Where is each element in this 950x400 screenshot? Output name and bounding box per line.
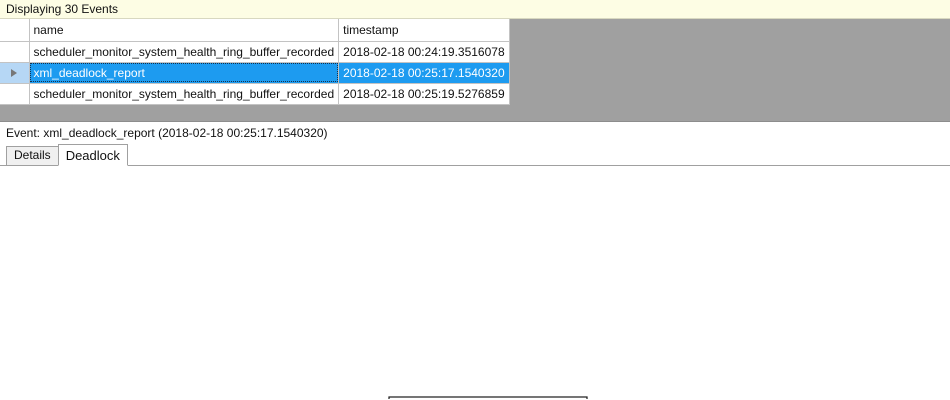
table-row[interactable]: scheduler_monitor_system_health_ring_buf… — [0, 83, 510, 105]
events-grid-container[interactable]: name timestamp scheduler_monitor_system_… — [0, 19, 950, 122]
selected-event-title-text: Event: xml_deadlock_report (2018-02-18 0… — [6, 126, 328, 140]
detail-tabstrip: Details Deadlock — [0, 144, 950, 166]
row-selector-cell[interactable] — [0, 41, 30, 63]
deadlock-graph-canvas[interactable]: Server process Id: 86 Server batch Id: 0… — [0, 166, 950, 399]
column-header-timestamp[interactable]: timestamp — [338, 19, 510, 42]
cell-timestamp[interactable]: 2018-02-18 00:24:19.3516078 — [338, 41, 510, 63]
tab-details[interactable]: Details — [6, 146, 59, 166]
row-selector-arrow-icon — [0, 63, 28, 83]
events-count-banner: Displaying 30 Events — [0, 0, 950, 19]
cell-timestamp[interactable]: 2018-02-18 00:25:17.1540320 — [338, 62, 510, 84]
column-header-name[interactable]: name — [29, 19, 340, 42]
selected-event-title: Event: xml_deadlock_report (2018-02-18 0… — [0, 122, 950, 144]
tab-deadlock[interactable]: Deadlock — [57, 144, 128, 166]
events-grid[interactable]: name timestamp scheduler_monitor_system_… — [0, 19, 510, 105]
deadlock-graph-svg — [388, 396, 588, 399]
resource-node-keylock-top — [388, 396, 588, 399]
row-selector-header — [0, 19, 30, 42]
grid-header-row: name timestamp — [0, 19, 510, 42]
cell-name[interactable]: xml_deadlock_report — [29, 62, 340, 84]
row-selector-cell[interactable] — [0, 62, 30, 84]
cell-name[interactable]: scheduler_monitor_system_health_ring_buf… — [29, 41, 340, 63]
row-selector-cell[interactable] — [0, 83, 30, 105]
table-row[interactable]: scheduler_monitor_system_health_ring_buf… — [0, 41, 510, 63]
table-row[interactable]: xml_deadlock_report 2018-02-18 00:25:17.… — [0, 62, 510, 84]
events-count-label: Displaying 30 Events — [6, 2, 119, 16]
cell-name[interactable]: scheduler_monitor_system_health_ring_buf… — [29, 83, 340, 105]
cell-timestamp[interactable]: 2018-02-18 00:25:19.5276859 — [338, 83, 510, 105]
